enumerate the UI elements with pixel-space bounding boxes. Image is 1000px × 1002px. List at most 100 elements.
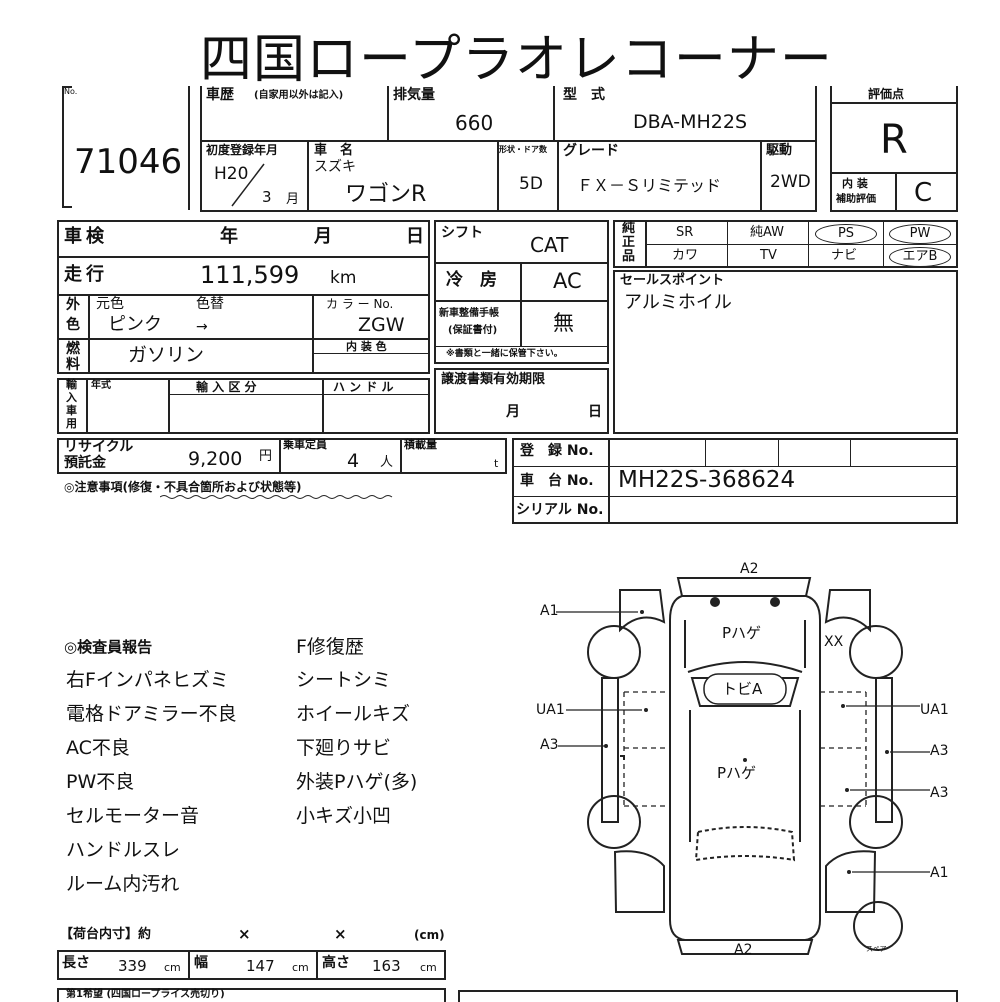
registration-label: 登 録 No. xyxy=(520,443,594,459)
interior-color-label: 内 装 色 xyxy=(346,340,387,353)
vehicle-info-table xyxy=(200,86,817,212)
aircon-value: AC xyxy=(553,269,582,293)
color-no-value: ZGW xyxy=(358,314,405,336)
first-reg-slash-icon xyxy=(231,163,265,207)
diagram-right-front-fender: XX xyxy=(824,634,844,650)
cargo-table xyxy=(57,950,446,980)
import-class-label: 輸 入 区 分 xyxy=(196,380,257,394)
interior-score-value: C xyxy=(914,178,933,208)
cargo-times-2: × xyxy=(334,925,347,943)
genuine-label-2: 正 xyxy=(622,235,636,250)
import-label-1: 輸 xyxy=(66,378,77,391)
doors-label: 形状・ドア数 xyxy=(499,145,547,154)
mileage-value: 111,599 xyxy=(200,261,300,289)
lot-bracket-top xyxy=(62,86,72,88)
history-note: (自家用以外は記入) xyxy=(254,90,344,101)
diagram-rear-label: A2 xyxy=(734,942,753,958)
import-year-label: 年式 xyxy=(91,380,111,391)
inspector-note-10: ホイールキズ xyxy=(296,703,411,725)
genuine-tv: TV xyxy=(760,248,777,263)
diagram-hood-label: Pハゲ xyxy=(722,624,762,642)
fuel-label-1: 燃 xyxy=(66,341,80,357)
manual-label-1: 新車整備手帳 xyxy=(439,308,499,319)
inspection-month: 月 xyxy=(314,226,332,247)
first-reg-label: 初度登録年月 xyxy=(206,143,279,157)
genuine-airbag-circled: エアB xyxy=(889,247,951,267)
cargo-height-value: 163 xyxy=(372,957,401,975)
footer-right-box xyxy=(458,990,958,1002)
score-value: R xyxy=(880,117,908,163)
genuine-ps-circled: PS xyxy=(815,224,877,244)
model-label: 型 式 xyxy=(563,87,605,103)
diagram-right-rear-fender: A1 xyxy=(930,865,949,881)
inspector-note-11: 下廻りサビ xyxy=(296,737,392,759)
cargo-heading: 【荷台内寸】約 xyxy=(60,927,152,942)
recycle-label-2: 預託金 xyxy=(64,455,106,471)
mileage-unit: km xyxy=(330,268,357,288)
page-title: 四国ロープラオレコーナー xyxy=(200,30,833,90)
exterior-color-label-bottom: 色 xyxy=(66,317,80,333)
mileage-label: 走行 xyxy=(64,264,108,285)
shift-value: CAT xyxy=(530,233,569,257)
drive-label: 駆動 xyxy=(766,143,793,158)
diagram-right-panel: A3 xyxy=(930,743,949,759)
load-unit: t xyxy=(494,457,499,470)
cargo-length-value: 339 xyxy=(118,957,147,975)
cargo-width-label: 幅 xyxy=(194,955,208,971)
recycle-value: 9,200 xyxy=(188,448,243,470)
genuine-label-1: 純 xyxy=(622,221,636,236)
inspection-day: 日 xyxy=(406,226,424,247)
cargo-length-label: 長さ xyxy=(62,955,90,971)
cargo-width-value: 147 xyxy=(246,957,275,975)
import-label-4: 用 xyxy=(66,417,77,430)
transfer-day: 日 xyxy=(588,404,602,420)
score-box xyxy=(830,86,958,212)
original-color-value: ピンク xyxy=(108,314,162,335)
diagram-right-rear-door: A3 xyxy=(930,785,949,801)
diagram-left-mirror: UA1 xyxy=(536,702,565,718)
import-table xyxy=(57,378,430,434)
original-color-label: 元色 xyxy=(96,296,124,312)
import-label-2: 入 xyxy=(66,391,77,404)
lot-divider xyxy=(188,86,190,210)
diagram-right-mirror: UA1 xyxy=(920,702,949,718)
genuine-sr: SR xyxy=(676,225,694,240)
first-reg-month: 3 xyxy=(262,188,272,206)
footer-stub-box xyxy=(57,988,446,1002)
genuine-aw: 純AW xyxy=(750,225,785,240)
load-label: 積載量 xyxy=(404,438,437,451)
displacement-value: 660 xyxy=(455,111,494,135)
lot-number: 71046 xyxy=(74,142,183,182)
cargo-unit-label: (cm) xyxy=(414,928,445,942)
diagram-roof-label: Pハゲ xyxy=(717,764,757,782)
inspection-label: 車検 xyxy=(64,226,108,247)
cargo-width-cm: cm xyxy=(292,961,309,974)
inspector-note-5: セルモーター音 xyxy=(66,805,200,827)
doors-value: 5D xyxy=(519,174,543,194)
color-no-label: カ ラ ー No. xyxy=(326,297,394,311)
recycle-table xyxy=(57,438,507,474)
registration-table xyxy=(512,438,958,524)
inspector-heading: ◎検査員報告 xyxy=(64,638,153,656)
spec-table-middle xyxy=(434,220,609,364)
cargo-height-cm: cm xyxy=(420,961,437,974)
manual-value: 無 xyxy=(553,311,574,335)
model-value: DBA-MH22S xyxy=(633,111,748,133)
repaint-color-label: 色替 xyxy=(196,296,224,312)
manual-note: ※書類と一緒に保管下さい。 xyxy=(446,349,563,359)
inspector-note-13: 小キズ小凹 xyxy=(296,805,392,827)
inspector-note-6: ハンドルスレ xyxy=(66,839,181,861)
color-arrow-icon: → xyxy=(196,319,208,335)
inspector-note-4: PW不良 xyxy=(66,771,135,793)
genuine-pw-circled: PW xyxy=(889,224,951,244)
grade-value: ＦＸ－Ｓリミテッド xyxy=(577,176,722,195)
capacity-unit: 人 xyxy=(380,455,394,470)
inspector-note-1: 右Fインパネヒズミ xyxy=(66,669,229,691)
first-reg-era-year: H20 xyxy=(214,164,249,184)
history-label: 車歴 xyxy=(206,87,234,103)
displacement-label: 排気量 xyxy=(393,87,435,103)
capacity-value: 4 xyxy=(347,450,360,472)
score-label: 評価点 xyxy=(868,87,905,101)
diagram-front-label: A2 xyxy=(740,561,759,577)
grade-label: グレード xyxy=(563,143,619,159)
